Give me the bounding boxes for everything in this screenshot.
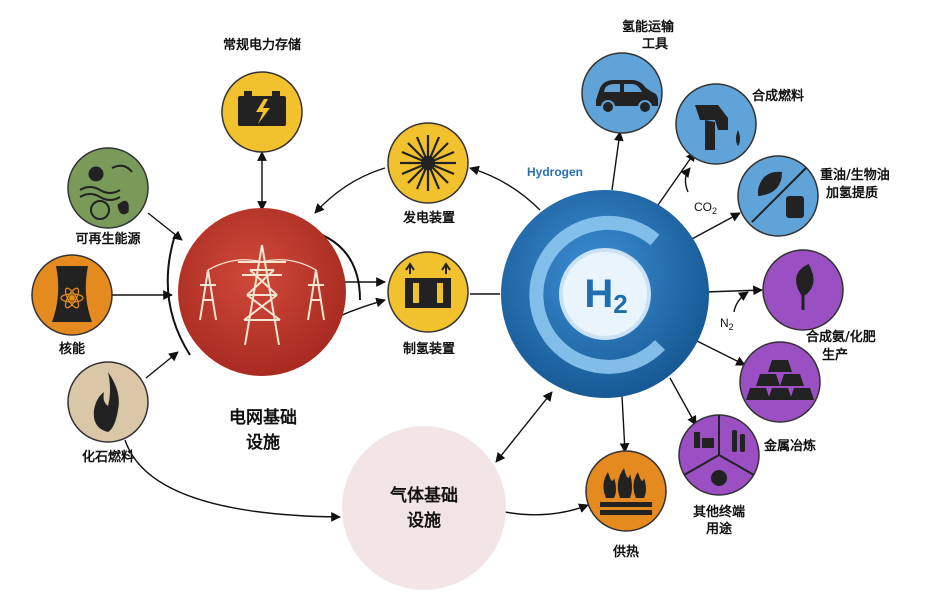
- electrolyzer-node[interactable]: [387, 251, 469, 333]
- fossil-node[interactable]: [67, 361, 149, 443]
- battery-icon: [238, 91, 286, 126]
- co2-sub: 2: [712, 206, 718, 216]
- metal-node[interactable]: [739, 341, 821, 423]
- arrow-gas-heat: [504, 503, 589, 516]
- arrow-hydrogen-other: [669, 377, 697, 426]
- fossil-label: 化石燃料: [81, 450, 134, 465]
- renewable-icon: [79, 164, 133, 220]
- arrow-hydrogen-gas: [495, 391, 553, 463]
- n2-label: N2: [720, 316, 734, 332]
- gas-title-line1: 气体基础: [390, 486, 458, 506]
- arrow-hydrogen-heat: [619, 395, 630, 453]
- co2-main: CO: [694, 200, 712, 214]
- ingots-icon: [746, 360, 814, 400]
- power-gen-label: 发电装置: [402, 211, 455, 226]
- nuclear-label: 核能: [58, 342, 85, 357]
- arrow-powergen-grid: [314, 167, 386, 214]
- h2-letter: H: [584, 272, 614, 316]
- arrow-hydrogen-ammonia: [704, 285, 763, 296]
- h2-swirl-icon: [529, 215, 666, 374]
- nuclear-node[interactable]: [31, 254, 113, 336]
- gear-icon: [711, 470, 727, 486]
- grid-title-line1: 电网基础: [229, 408, 297, 428]
- heat-node[interactable]: [585, 450, 667, 532]
- turbine-icon: [400, 135, 456, 191]
- arrow-fossil-grid: [145, 351, 179, 379]
- h2-symbol: H2: [561, 270, 651, 328]
- ammonia-label-line1: 合成氨/化肥: [806, 330, 876, 345]
- h2-subscript: 2: [613, 289, 628, 319]
- n2-sub: 2: [728, 322, 734, 332]
- refining-node[interactable]: [737, 155, 819, 237]
- car-icon: [596, 80, 658, 114]
- arrow-renewable-grid: [147, 212, 183, 241]
- grid-title-line2: 设施: [246, 433, 280, 453]
- other-uses-node[interactable]: [678, 414, 760, 496]
- connectors: [112, 131, 763, 522]
- arrow-co2: [680, 167, 691, 193]
- storage-node[interactable]: [221, 71, 303, 153]
- power-pylon-icon: [199, 244, 325, 346]
- arrow-hydrogen-metal: [694, 339, 746, 366]
- hydrogen-hub: [501, 190, 709, 398]
- arrow-fossil-gas: [124, 439, 341, 522]
- flame-icon: [93, 372, 119, 432]
- arrow-hydrogen-refining: [689, 212, 741, 241]
- factory-icon: [694, 432, 714, 448]
- transport-label-line1: 氢能运输: [622, 20, 675, 35]
- sprout-icon: [796, 264, 814, 310]
- arrow-hydrogen-synfuel: [657, 151, 696, 206]
- burner-flame-icon: [600, 468, 652, 515]
- other-uses-label-line2: 用途: [705, 522, 732, 537]
- nuclear-icon: [52, 266, 92, 322]
- electrolysis-icon: [405, 262, 451, 308]
- grid-hub: [166, 208, 361, 376]
- ammonia-node[interactable]: [762, 249, 844, 331]
- arrow-hydrogen-transport: [611, 131, 624, 191]
- arrow-n2: [733, 291, 749, 313]
- gas-hub: [342, 426, 506, 590]
- gas-title-line2: 设施: [407, 511, 441, 531]
- hydrogen-banner: Hydrogen: [527, 165, 584, 179]
- renewable-label: 可再生能源: [75, 232, 141, 247]
- refining-label-line2: 加氢提质: [826, 186, 879, 201]
- power-gen-node[interactable]: [387, 122, 469, 204]
- leaf-icon: [758, 171, 782, 196]
- renewable-node[interactable]: [67, 147, 149, 229]
- refining-label-line1: 重油/生物油: [820, 168, 890, 183]
- storage-label: 常规电力存储: [222, 38, 301, 53]
- fuel-nozzle-icon: [695, 105, 740, 150]
- transport-node[interactable]: [581, 52, 663, 134]
- synfuel-label: 合成燃料: [752, 89, 805, 104]
- arrow-hydrogen-powergen: [469, 165, 541, 211]
- co2-label: CO2: [694, 200, 717, 216]
- synfuel-node[interactable]: [675, 83, 757, 165]
- heat-label: 供热: [612, 545, 639, 560]
- other-uses-label-line1: 其他终端: [692, 505, 745, 520]
- transport-label-line2: 工具: [642, 37, 669, 52]
- ammonia-label-line2: 生产: [822, 348, 849, 363]
- n2-main: N: [720, 316, 729, 330]
- test-tube-icon: [732, 430, 745, 452]
- electrolyzer-label: 制氢装置: [402, 342, 455, 357]
- barrel-icon: [786, 196, 804, 218]
- metal-label: 金属冶炼: [764, 439, 817, 454]
